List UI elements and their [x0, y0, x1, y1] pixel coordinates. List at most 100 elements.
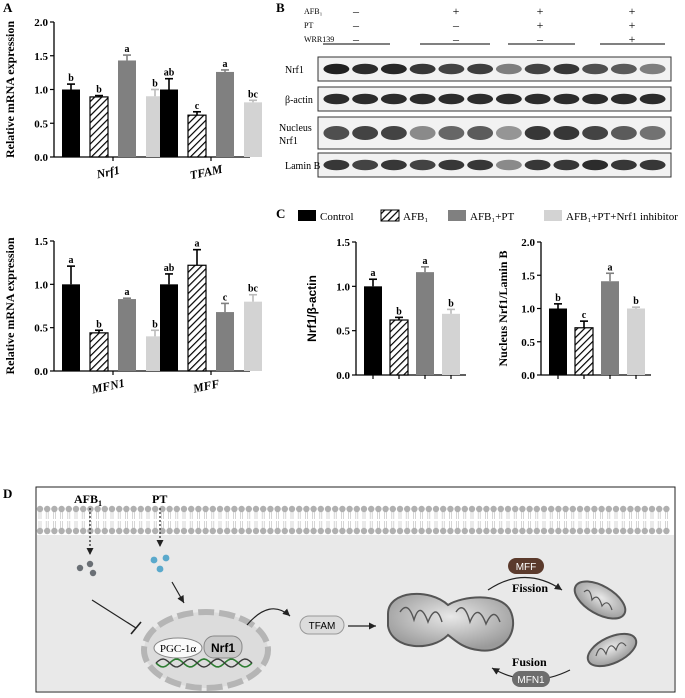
bar	[89, 332, 109, 372]
y-tick-label: 0.0	[336, 370, 350, 382]
lipid-head	[375, 505, 382, 513]
y-tick-label: 1.0	[336, 281, 350, 293]
blot-row-label: Nrf1	[279, 136, 298, 147]
blot-band	[409, 125, 436, 141]
lipid-head	[519, 505, 526, 513]
bar	[118, 60, 136, 157]
treatment-sign: –	[536, 32, 544, 46]
lipid-head	[260, 505, 267, 513]
blot-band	[524, 159, 551, 171]
blot-band	[582, 159, 609, 171]
lipid-head	[497, 527, 504, 535]
nrf1-label: Nrf1	[211, 641, 235, 655]
treatment-sign: –	[352, 18, 360, 32]
lipid-head	[605, 527, 612, 535]
lipid-head	[216, 505, 224, 513]
blot-band	[582, 63, 609, 75]
significance-letter: ab	[164, 263, 175, 274]
bar	[62, 284, 80, 371]
category-label: Nrf1	[94, 163, 121, 182]
lipid-head	[576, 527, 584, 535]
pt-molecule	[156, 565, 164, 573]
lipid-head	[447, 527, 454, 535]
lipid-head	[245, 527, 252, 535]
lipid-head	[87, 527, 94, 535]
lipid-head	[576, 505, 584, 513]
lipid-head	[65, 505, 73, 513]
legend-swatch	[448, 210, 466, 221]
lipid-head	[468, 505, 476, 513]
lipid-head	[288, 527, 296, 535]
lipid-head	[519, 527, 526, 535]
lipid-head	[245, 505, 252, 513]
blot-band	[352, 125, 379, 141]
y-tick-label: 0.5	[521, 337, 535, 349]
lipid-head	[555, 527, 562, 535]
y-tick-label: 0.5	[34, 323, 48, 335]
lipid-head	[332, 505, 339, 513]
lipid-head	[641, 505, 648, 513]
blot-row-label: Nucleus	[279, 123, 312, 134]
lipid-head	[569, 527, 576, 535]
lipid-head	[468, 527, 476, 535]
pt-label: PT	[152, 492, 167, 506]
blot-band	[524, 125, 551, 141]
mfn1-label: MFN1	[517, 675, 545, 686]
blot-band	[467, 125, 494, 141]
lipid-head	[173, 527, 180, 535]
lipid-head	[267, 527, 274, 535]
significance-letter: b	[152, 79, 158, 90]
lipid-head	[591, 527, 598, 535]
lipid-head	[224, 527, 231, 535]
lipid-head	[123, 505, 130, 513]
blot-band	[409, 63, 436, 75]
pgc-label: PGC-1α	[160, 643, 197, 655]
blot-band	[380, 93, 407, 105]
mitochondrion-network	[387, 592, 515, 652]
afb-molecule	[86, 560, 94, 568]
lipid-head	[368, 527, 375, 535]
lipid-head	[353, 505, 360, 513]
bar	[216, 312, 234, 371]
lipid-head	[332, 527, 339, 535]
afb-molecule	[76, 564, 84, 572]
blot-band	[582, 93, 609, 105]
lipid-head	[65, 527, 73, 535]
lipid-head	[36, 527, 44, 535]
lipid-head	[368, 505, 375, 513]
lipid-head	[569, 505, 576, 513]
blot-band	[467, 63, 494, 75]
treatment-sign: +	[537, 4, 544, 18]
lipid-head	[324, 505, 332, 513]
lipid-head	[634, 527, 641, 535]
lipid-head	[80, 505, 87, 513]
legend-swatch	[380, 209, 400, 222]
lipid-head	[389, 505, 396, 513]
lipid-head	[504, 527, 512, 535]
significance-letter: b	[152, 319, 158, 330]
nrf1-box	[203, 635, 243, 659]
lipid-head	[483, 527, 490, 535]
lipid-head	[339, 527, 346, 535]
mitochondrion-fragment	[573, 580, 627, 620]
lipid-head	[656, 505, 663, 513]
lipid-head	[101, 505, 109, 513]
lipid-head	[612, 505, 620, 513]
lipid-head	[195, 505, 202, 513]
y-tick-label: 1.5	[34, 51, 48, 63]
lipid-head	[533, 527, 540, 535]
bar	[364, 286, 382, 375]
lipid-head	[44, 505, 51, 513]
lipid-head	[252, 527, 260, 535]
bar	[216, 71, 234, 157]
lipid-head	[188, 505, 195, 513]
lipid-head	[281, 527, 288, 535]
blot-band	[553, 93, 580, 105]
lipid-head	[353, 527, 360, 535]
blot-band	[380, 125, 407, 141]
western-blot: AFB₁–+++PT––++WRR139–––+Nrf1β-actinNucle…	[279, 4, 672, 178]
blot-band	[323, 63, 350, 75]
tfam-label: TFAM	[309, 621, 336, 632]
